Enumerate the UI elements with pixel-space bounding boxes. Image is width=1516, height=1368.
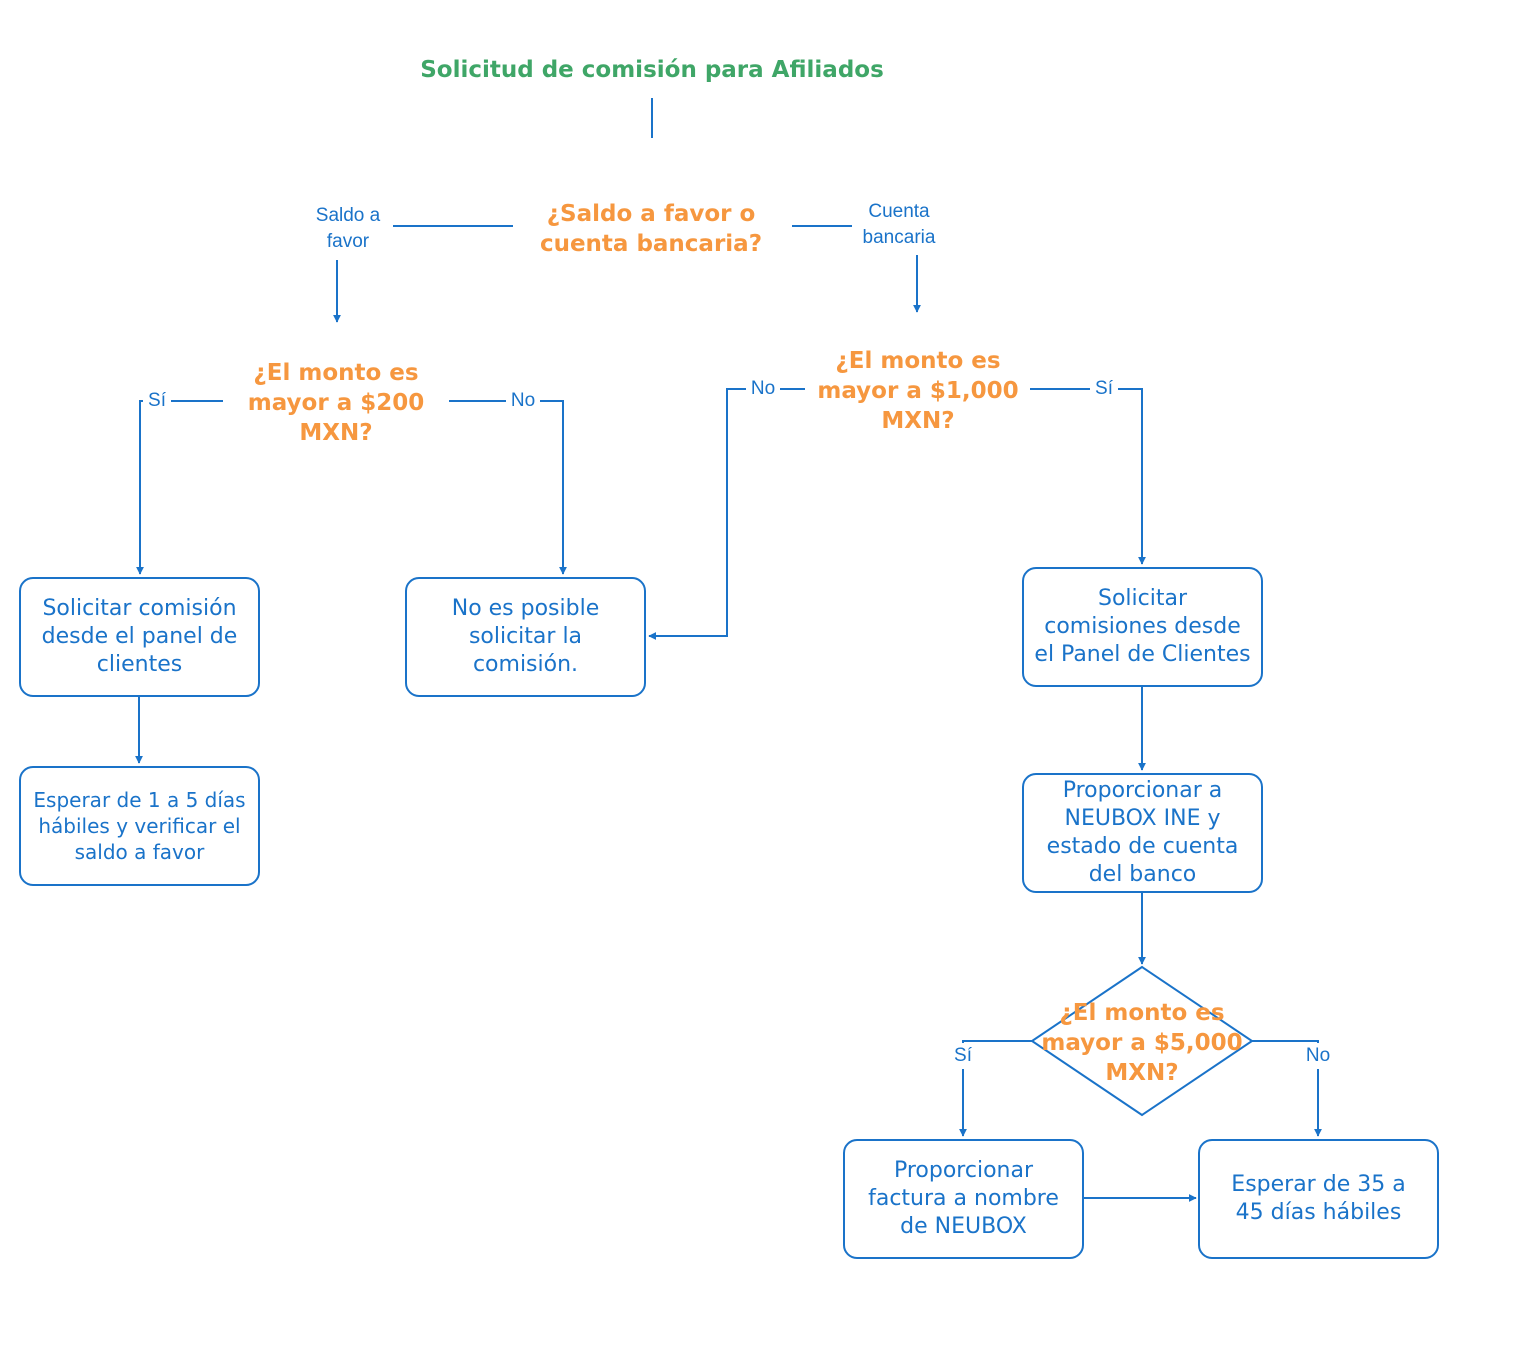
box-esperar-35-a-45-dias: Esperar de 35 a 45 días hábiles [1198,1139,1439,1259]
box-no-es-posible: No es posible solicitar la comisión. [405,577,646,697]
label-saldo-a-favor: Saldo a favor [303,203,393,255]
box-esperar-1-a-5-dias: Esperar de 1 a 5 días hábiles y verifica… [19,766,260,886]
q4-si-arrow [959,1040,1032,1137]
box-solicitar-comision-panel: Solicitar comisión desde el panel de cli… [19,577,260,697]
q4-diamond-shape [1030,965,1254,1117]
box-solicitar-comisiones-panel: Solicitar comisiones desde el Panel de C… [1022,567,1263,687]
label-q3-si: Sí [1090,376,1118,402]
label-cuenta-bancaria: Cuenta bancaria [852,199,946,251]
q2-si-arrow [136,400,223,575]
label-q2-si: Sí [143,388,171,414]
question-monto-1000: ¿El monto es mayor a $1,000 MXN? [817,348,1019,434]
question-monto-5000: ¿El monto es mayor a $5,000 MXN? [1041,1000,1243,1086]
diagram-title: Solicitud de comisión para Afiliados [420,57,884,83]
label-q3-no: No [746,376,780,402]
box-proporcionar-ine: Proporcionar a NEUBOX INE y estado de cu… [1022,773,1263,893]
label-q2-no: No [506,388,540,414]
box-proporcionar-factura: Proporcionar factura a nombre de NEUBOX [843,1139,1084,1259]
q4-no-arrow [1252,1040,1322,1137]
question-saldo-o-cuenta: ¿Saldo a favor o cuenta bancaria? [539,201,763,257]
label-q4-si: Sí [948,1043,978,1069]
q3-si-arrow [1030,388,1146,565]
label-q4-no: No [1300,1043,1336,1069]
question-monto-200: ¿El monto es mayor a $200 MXN? [247,360,425,446]
q2-no-arrow [449,400,567,575]
